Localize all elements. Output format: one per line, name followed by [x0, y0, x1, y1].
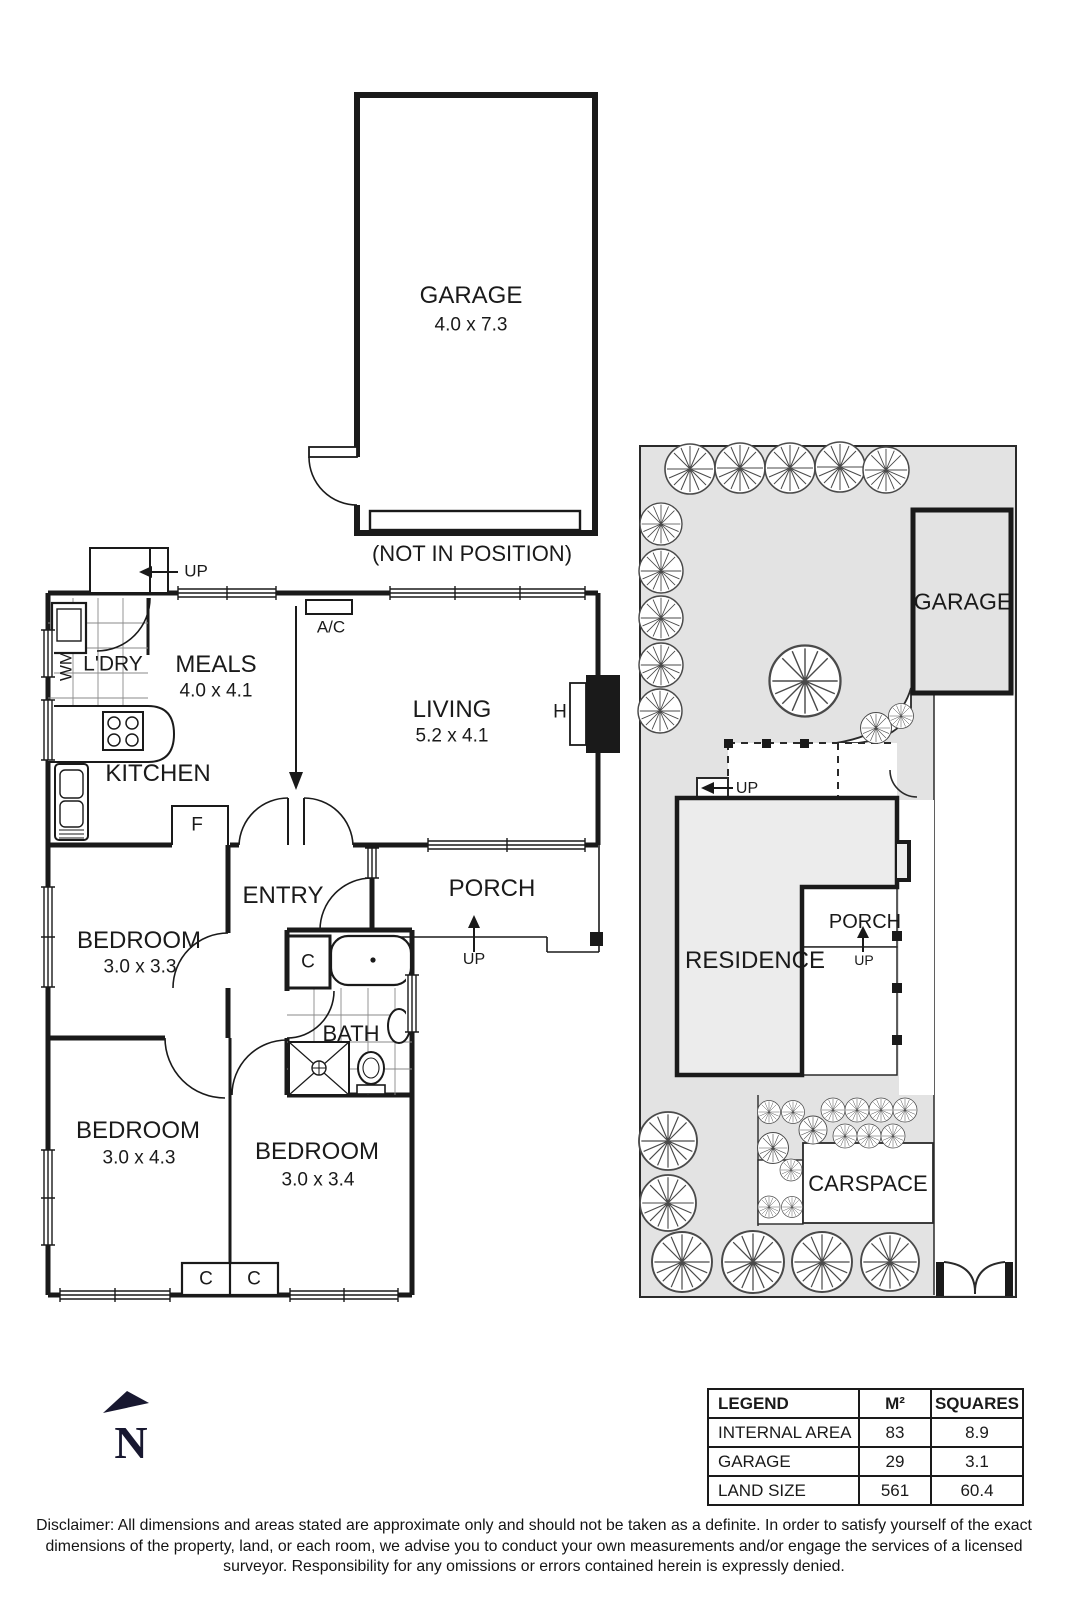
- site-garage-outline: [910, 507, 1014, 696]
- carspace-label: CARSPACE: [808, 1171, 928, 1196]
- laundry-trough: [50, 601, 88, 655]
- fridge-label: F: [191, 814, 203, 836]
- garage-plan-label: GARAGE: [419, 282, 523, 309]
- double-doors: [238, 797, 354, 846]
- legend-row-internal-area: INTERNAL AREA 83 8.9: [707, 1417, 1024, 1448]
- bedroom2-dims: 3.0 x 4.3: [102, 1147, 176, 1169]
- bedroom3-dims: 3.0 x 3.4: [281, 1169, 355, 1191]
- internal-area-label: INTERNAL AREA: [707, 1417, 860, 1448]
- squares-header: SQUARES: [930, 1388, 1024, 1419]
- bed1-door-arc: [172, 932, 229, 989]
- porch-label: PORCH: [448, 875, 536, 902]
- residence-outline: [674, 795, 900, 1078]
- stairs-up-label: UP: [184, 561, 208, 581]
- garage-side-door-arc: [308, 456, 358, 506]
- site-plan-drawing: [637, 441, 1017, 1298]
- bed2-door-arc: [164, 1037, 226, 1099]
- not-in-position-note: (NOT IN POSITION): [371, 541, 573, 566]
- room-divider-arrow: [289, 606, 303, 790]
- garage-row-label: GARAGE: [707, 1446, 860, 1477]
- entry-label: ENTRY: [242, 882, 324, 909]
- garage-m2: 29: [858, 1446, 932, 1477]
- heater-chimney: [569, 675, 620, 753]
- legend-row-land-size: LAND SIZE 561 60.4: [707, 1475, 1024, 1506]
- site-porch-up-label: UP: [854, 952, 874, 968]
- bedroom-closets: [180, 1261, 280, 1297]
- land-size-squares: 60.4: [930, 1475, 1024, 1506]
- bath-label: BATH: [322, 1021, 380, 1046]
- m2-header: M²: [858, 1388, 932, 1419]
- floor-plan-drawing: [41, 547, 620, 1302]
- disclaimer-text: Disclaimer: All dimensions and areas sta…: [36, 1517, 1032, 1576]
- bed3-door-arc: [231, 1039, 288, 1096]
- legend-table: LEGEND M² SQUARES INTERNAL AREA 83 8.9 G…: [707, 1388, 1024, 1506]
- bath-cupboard-label: C: [301, 951, 315, 973]
- living-dims: 5.2 x 4.1: [415, 725, 489, 747]
- north-letter: N: [114, 1417, 148, 1468]
- ac-label: A/C: [316, 617, 346, 637]
- garage-outline: [354, 92, 598, 536]
- meals-dims: 4.0 x 4.1: [179, 680, 253, 702]
- shower: [288, 1041, 350, 1096]
- bedroom2-label: BEDROOM: [75, 1117, 201, 1144]
- legend-header: LEGEND: [707, 1388, 860, 1419]
- fridge-alcove: [171, 805, 229, 845]
- bathtub: [329, 934, 413, 987]
- kitchen-label: KITCHEN: [105, 760, 211, 787]
- site-porch-label: PORCH: [828, 911, 902, 933]
- back-door-arc: [889, 769, 918, 798]
- land-size-label: LAND SIZE: [707, 1475, 860, 1506]
- north-arrow-icon: [103, 1391, 149, 1413]
- bath-door-arc: [286, 990, 335, 1039]
- stairs-landing: [89, 547, 178, 594]
- laundry-label: L'DRY: [83, 652, 143, 676]
- internal-area-squares: 8.9: [930, 1417, 1024, 1448]
- gate: [936, 1261, 1013, 1296]
- deck-up-label: UP: [735, 780, 759, 797]
- windows: [41, 586, 586, 1302]
- garage-plan-dims: 4.0 x 7.3: [434, 314, 508, 336]
- kitchen-sink: [54, 763, 89, 841]
- closet1-label: C: [199, 1268, 213, 1290]
- internal-area-m2: 83: [858, 1417, 932, 1448]
- heater-label: H: [553, 701, 567, 723]
- driveway: [934, 694, 1014, 1295]
- washing-machine-label: WM: [56, 650, 76, 682]
- laundry-door-arc: [96, 597, 151, 652]
- legend-row-garage: GARAGE 29 3.1: [707, 1446, 1024, 1477]
- porch-floor: [372, 845, 603, 953]
- bedroom1-dims: 3.0 x 3.3: [103, 956, 177, 978]
- residence-label: RESIDENCE: [684, 947, 826, 974]
- site-garage-label: GARAGE: [913, 588, 1013, 615]
- garage-plan-drawing: [308, 92, 598, 536]
- bedroom1-label: BEDROOM: [76, 927, 202, 954]
- garage-squares: 3.1: [930, 1446, 1024, 1477]
- garage-door: [368, 509, 582, 532]
- closet2-label: C: [247, 1268, 261, 1290]
- meals-label: MEALS: [175, 651, 257, 678]
- land-size-m2: 561: [858, 1475, 932, 1506]
- legend-header-row: LEGEND M² SQUARES: [707, 1388, 1024, 1419]
- site-porch-up-arrow: [857, 926, 869, 952]
- living-label: LIVING: [412, 696, 492, 723]
- deck: [724, 739, 897, 799]
- bedroom3-label: BEDROOM: [254, 1138, 380, 1165]
- ac-unit: [305, 599, 353, 615]
- porch-up-label: UP: [462, 951, 486, 968]
- front-door-arc: [319, 877, 373, 931]
- deck-up-arrow: [701, 782, 733, 794]
- toilet: [356, 1051, 386, 1095]
- kitchen-counter: [48, 705, 176, 763]
